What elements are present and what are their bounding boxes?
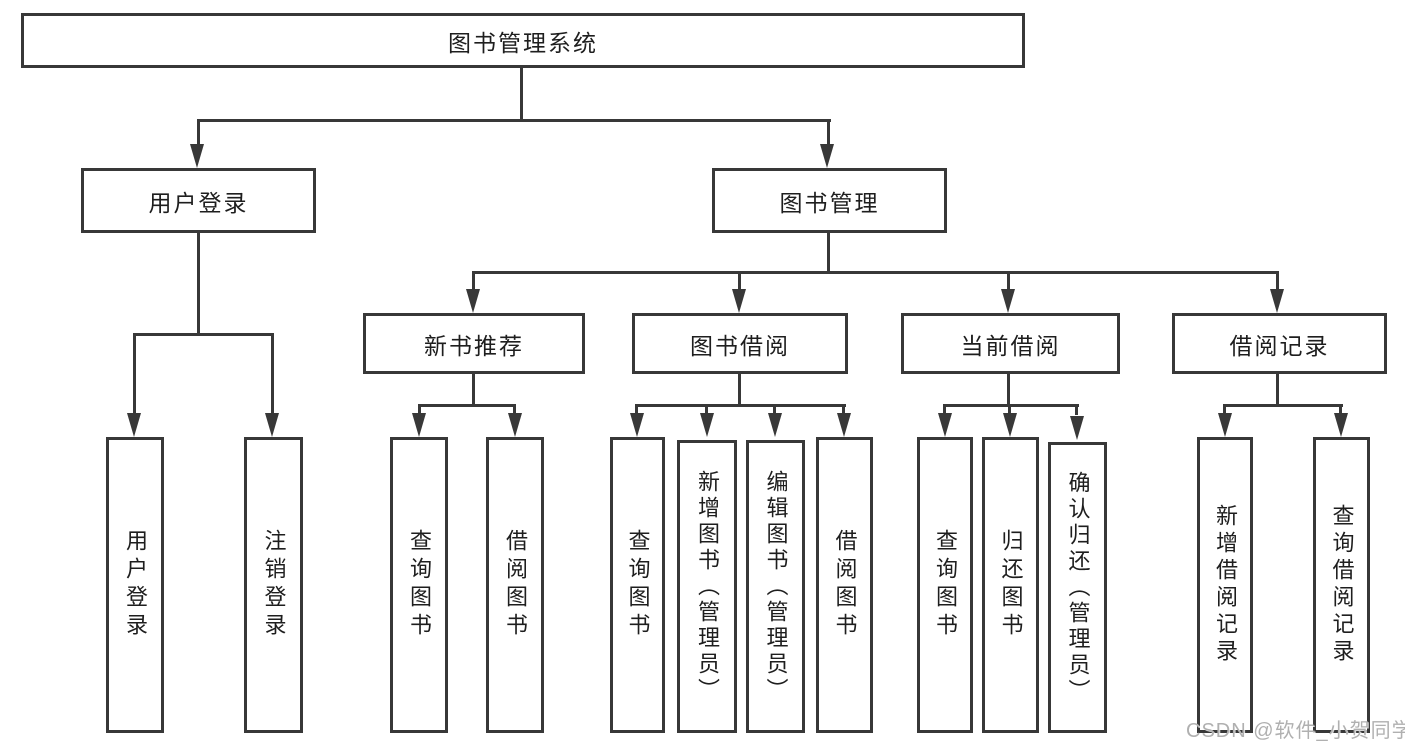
arrow-down-icon xyxy=(938,413,952,437)
leaf-nbr-borrow-books: 借阅图书 xyxy=(486,437,544,733)
arrow-down-icon xyxy=(127,413,141,437)
csdn-watermark: CSDN @软件_小贺同学 xyxy=(1186,720,1405,742)
arrow-down-icon xyxy=(837,413,851,437)
leaf-bb-edit-books-admin: 编辑图书（管理员） xyxy=(746,440,805,733)
leaf-user-login: 用户登录 xyxy=(106,437,164,733)
connector-to-leaf-user-login xyxy=(133,333,136,415)
arrow-down-icon xyxy=(1003,413,1017,437)
connector-new-book-rec-bar xyxy=(418,404,516,407)
arrow-down-icon xyxy=(508,413,522,437)
connector-to-user-login xyxy=(197,119,200,146)
arrow-down-icon xyxy=(265,413,279,437)
connector-new-book-rec-stem xyxy=(472,374,475,407)
connector-user-login-bar xyxy=(133,333,274,336)
arrow-down-icon xyxy=(412,413,426,437)
connector-to-leaf xyxy=(943,404,946,415)
connector-to-leaf xyxy=(635,404,638,415)
node-current-borrow: 当前借阅 xyxy=(901,313,1120,374)
arrow-down-icon xyxy=(700,413,714,437)
leaf-cb-confirm-return-admin: 确认归还（管理员） xyxy=(1048,442,1107,733)
connector-to-leaf-logout xyxy=(271,333,274,415)
arrow-down-icon xyxy=(1270,289,1284,313)
arrow-down-icon xyxy=(820,144,834,168)
leaf-nbr-query-books: 查询图书 xyxy=(390,437,448,733)
leaf-logout: 注销登录 xyxy=(244,437,303,733)
connector-current-borrow-stem xyxy=(1007,374,1010,407)
arrow-down-icon xyxy=(1070,416,1084,440)
node-borrow-record: 借阅记录 xyxy=(1172,313,1387,374)
leaf-br-add-record: 新增借阅记录 xyxy=(1197,437,1253,733)
connector-to-current-borrow xyxy=(1007,271,1010,291)
connector-borrow-record-bar xyxy=(1223,404,1343,407)
connector-to-book-mgmt xyxy=(827,119,830,146)
connector-book-borrow-stem xyxy=(738,374,741,407)
arrow-down-icon xyxy=(1001,289,1015,313)
node-book-mgmt: 图书管理 xyxy=(712,168,947,233)
connector-root-stem xyxy=(520,66,523,122)
connector-to-borrow-record xyxy=(1276,271,1279,291)
leaf-cb-return-books: 归还图书 xyxy=(982,437,1039,733)
node-user-login: 用户登录 xyxy=(81,168,316,233)
connector-current-borrow-bar xyxy=(943,404,1079,407)
connector-to-leaf xyxy=(1075,404,1078,415)
arrow-down-icon xyxy=(768,413,782,437)
arrow-down-icon xyxy=(1218,413,1232,437)
leaf-bb-query-books: 查询图书 xyxy=(610,437,665,733)
connector-to-leaf xyxy=(1008,404,1011,415)
connector-to-new-book-rec xyxy=(472,271,475,291)
connector-to-leaf xyxy=(1223,404,1226,415)
arrow-down-icon xyxy=(190,144,204,168)
connector-to-book-borrow xyxy=(738,271,741,291)
node-new-book-rec: 新书推荐 xyxy=(363,313,585,374)
connector-borrow-record-stem xyxy=(1276,374,1279,407)
connector-root-bar xyxy=(197,119,831,122)
connector-book-borrow-bar xyxy=(636,404,846,407)
connector-user-login-stem xyxy=(197,233,200,336)
connector-to-leaf xyxy=(705,404,708,415)
node-root: 图书管理系统 xyxy=(21,13,1025,68)
leaf-bb-borrow-books: 借阅图书 xyxy=(816,437,873,733)
arrow-down-icon xyxy=(1334,413,1348,437)
connector-to-leaf xyxy=(842,404,845,415)
connector-to-leaf xyxy=(513,404,516,415)
leaf-br-query-record: 查询借阅记录 xyxy=(1313,437,1370,733)
leaf-cb-query-books: 查询图书 xyxy=(917,437,973,733)
arrow-down-icon xyxy=(466,289,480,313)
connector-book-mgmt-bar xyxy=(472,271,1279,274)
connector-book-mgmt-stem xyxy=(827,233,830,274)
node-book-borrow: 图书借阅 xyxy=(632,313,848,374)
connector-to-leaf xyxy=(418,404,421,415)
leaf-bb-add-books-admin: 新增图书（管理员） xyxy=(677,440,737,733)
arrow-down-icon xyxy=(732,289,746,313)
connector-to-leaf xyxy=(773,404,776,415)
connector-to-leaf xyxy=(1339,404,1342,415)
arrow-down-icon xyxy=(630,413,644,437)
